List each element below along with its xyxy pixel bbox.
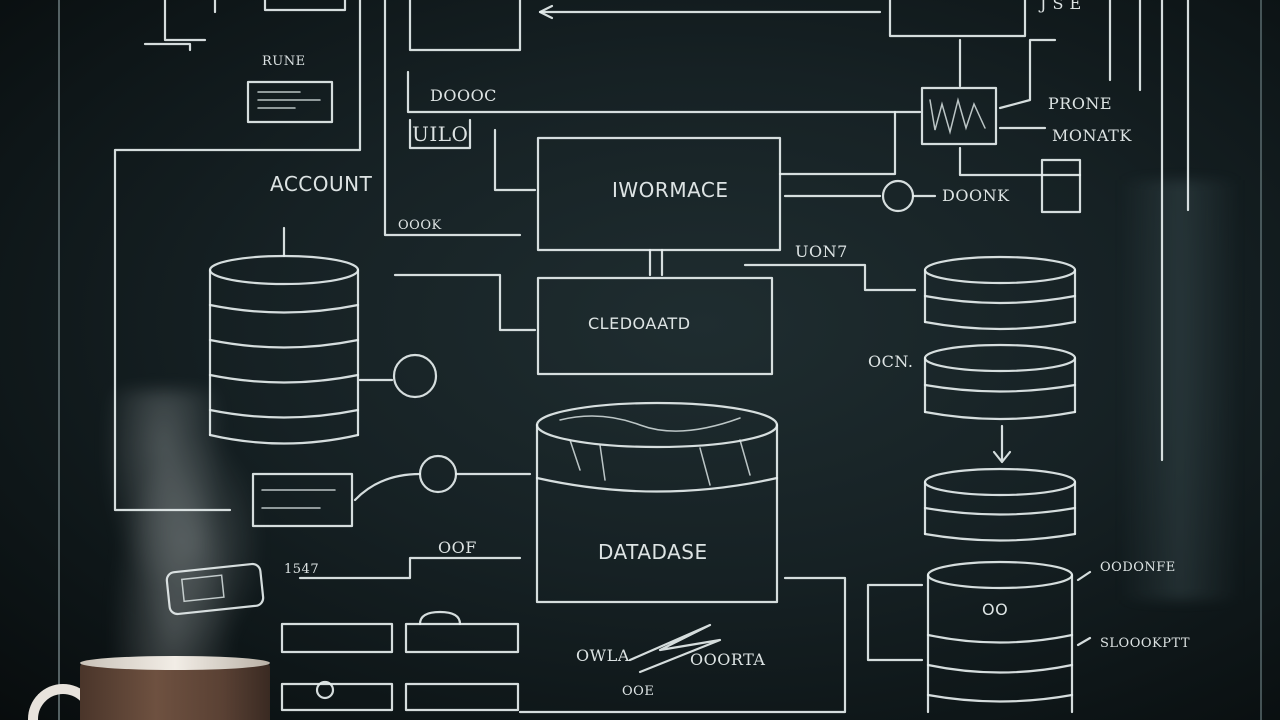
label-ooorta: OOORTA xyxy=(690,650,766,669)
label-cledoaatd: CLEDOAATD xyxy=(588,314,691,333)
uilo-mark xyxy=(408,118,472,150)
label-doonk: DOONK xyxy=(942,186,1010,205)
label-oodonfe: OODONFE xyxy=(1100,560,1176,575)
left-inner-line xyxy=(383,0,522,237)
label-prone: PRONE xyxy=(1048,94,1113,113)
top-box-b xyxy=(408,0,522,52)
label-uon7: UON7 xyxy=(795,242,848,261)
label-rune: RUNE xyxy=(262,54,306,69)
lightning-mark xyxy=(628,623,722,674)
cledoaatd-box xyxy=(536,276,774,376)
label-oo: OO xyxy=(982,600,1009,619)
tablet-sketch xyxy=(165,562,265,616)
right-cylinder-bottom xyxy=(926,560,1074,714)
label-owla: OWLA xyxy=(576,646,630,665)
dooc-bracket xyxy=(406,70,922,114)
coffee-mug-rim xyxy=(80,656,270,670)
lower-node-circle xyxy=(418,454,458,494)
top-box-a xyxy=(263,0,347,12)
label-monatk: MONATK xyxy=(1052,126,1132,145)
right-monitor-box xyxy=(920,86,998,146)
board-glare xyxy=(1120,180,1240,600)
label-jse: J S E xyxy=(1040,0,1082,13)
bottom-bar-b xyxy=(404,622,520,654)
label-account: ACCOUNT xyxy=(270,172,373,196)
label-ooe: OOE xyxy=(622,684,655,699)
rune-screen xyxy=(246,80,334,124)
left-cylinder xyxy=(208,226,360,445)
coffee-steam xyxy=(100,390,260,670)
bottom-bar-a xyxy=(280,622,394,654)
iwormace-box xyxy=(536,136,782,252)
label-oook: OOOK xyxy=(398,218,442,233)
right-small-box xyxy=(1040,158,1082,214)
label-uilo: UILO xyxy=(412,122,469,146)
left-loop-line xyxy=(113,0,362,512)
label-1547: 1547 xyxy=(284,562,320,577)
database-cylinder xyxy=(535,401,779,604)
bottom-bar-d xyxy=(404,682,520,712)
label-oof: OOF xyxy=(438,538,477,557)
doonk-circle xyxy=(881,179,915,213)
left-node-circle xyxy=(392,353,438,399)
label-database: DATADASE xyxy=(598,540,708,564)
coffee-mug xyxy=(80,660,270,720)
label-doooc: DOOOC xyxy=(430,86,497,105)
right-cylinder-low xyxy=(923,467,1077,542)
left-small-box xyxy=(251,472,354,528)
right-cylinder-top xyxy=(923,255,1077,331)
bottom-bar-c xyxy=(280,682,394,712)
right-cylinder-mid xyxy=(923,343,1077,421)
chalkboard-frame xyxy=(58,0,1262,720)
top-box-c xyxy=(888,0,1027,38)
top-left-device-sketch xyxy=(143,0,217,52)
mug-handle xyxy=(28,684,98,720)
label-sloookptt: SLOOOKPTT xyxy=(1100,636,1191,651)
label-ocn: OCN. xyxy=(868,352,914,371)
label-iwormace: IWORMACE xyxy=(612,178,729,202)
